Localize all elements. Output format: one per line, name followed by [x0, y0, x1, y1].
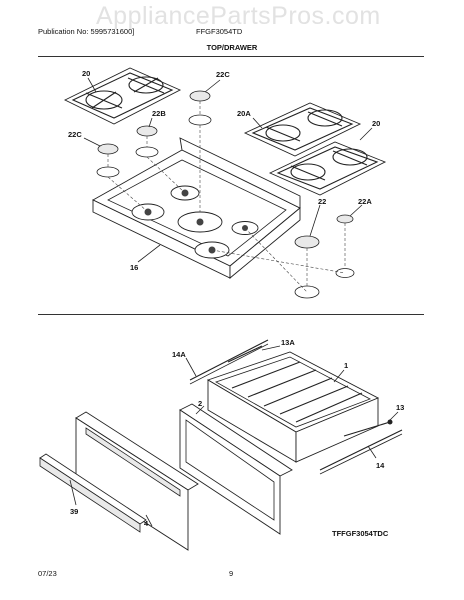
- model-number-header: FFGF3054TD: [196, 27, 243, 36]
- drawer-front-face: [75, 417, 189, 551]
- leader-lines-top: [83, 77, 373, 263]
- drawer-rails: [189, 339, 403, 475]
- label-4: 4: [144, 519, 149, 528]
- drawer-panel-face: [179, 409, 281, 535]
- drawer-body: [206, 351, 380, 463]
- header-rule: [38, 56, 424, 57]
- leader-lines-drawer: [69, 345, 399, 527]
- footer-date: 07/23: [38, 569, 57, 578]
- alignment-lines-top: [107, 101, 346, 293]
- cap-22a: [336, 214, 354, 224]
- drawer-panel: [179, 403, 293, 535]
- label-13a: 13A: [281, 338, 295, 347]
- publication-number: Publication No: 5995731600]: [38, 27, 135, 36]
- cooktop-recess: [107, 159, 287, 257]
- section-title: TOP/DRAWER: [206, 43, 258, 52]
- drawer-trim: [39, 453, 147, 533]
- label-22: 22: [318, 197, 326, 206]
- burner-head-22: [294, 285, 320, 299]
- drawer-handle-slot: [85, 427, 181, 497]
- footer-page-number: 9: [229, 569, 234, 578]
- burner-port-3: [196, 218, 204, 226]
- cap-22: [294, 235, 320, 249]
- cooktop-assembly: [92, 137, 301, 279]
- cap-22c-left: [97, 143, 119, 155]
- rail-13: [343, 421, 391, 437]
- cooktop-back-flange: [179, 137, 301, 209]
- grate-front-right: [268, 141, 387, 196]
- label-22a: 22A: [358, 197, 372, 206]
- label-20-right: 20: [372, 119, 380, 128]
- cap-22c-top: [189, 90, 211, 102]
- label-22c-top: 22C: [216, 70, 230, 79]
- drawer-front: [75, 411, 199, 551]
- rail-14a: [189, 339, 269, 381]
- label-39: 39: [70, 507, 78, 516]
- label-14: 14: [376, 461, 385, 470]
- label-20-left: 20: [82, 69, 90, 78]
- burner-head-22b: [135, 146, 159, 158]
- model-tag: TFFGF3054TDC: [332, 529, 389, 538]
- burner-port-1: [144, 208, 152, 216]
- grate-rear-right: [243, 102, 362, 157]
- watermark-text: AppliancePartsPros.com: [96, 2, 381, 30]
- label-22b: 22B: [152, 109, 166, 118]
- label-13: 13: [396, 403, 404, 412]
- burner-head-22a: [335, 268, 355, 278]
- label-14a: 14A: [172, 350, 186, 359]
- section-divider: [38, 314, 424, 315]
- label-2: 2: [198, 399, 202, 408]
- label-22c-left: 22C: [68, 130, 82, 139]
- rail-13a: [227, 345, 263, 363]
- cooktop-side-lip: [229, 207, 301, 279]
- burner-head-22c-left: [96, 166, 120, 178]
- cap-22b: [136, 125, 158, 137]
- grate-left: [63, 67, 182, 125]
- rail-14: [319, 429, 403, 471]
- label-16: 16: [130, 263, 138, 272]
- burner-head-22c-top: [188, 114, 212, 126]
- label-20a: 20A: [237, 109, 251, 118]
- label-1: 1: [344, 361, 348, 370]
